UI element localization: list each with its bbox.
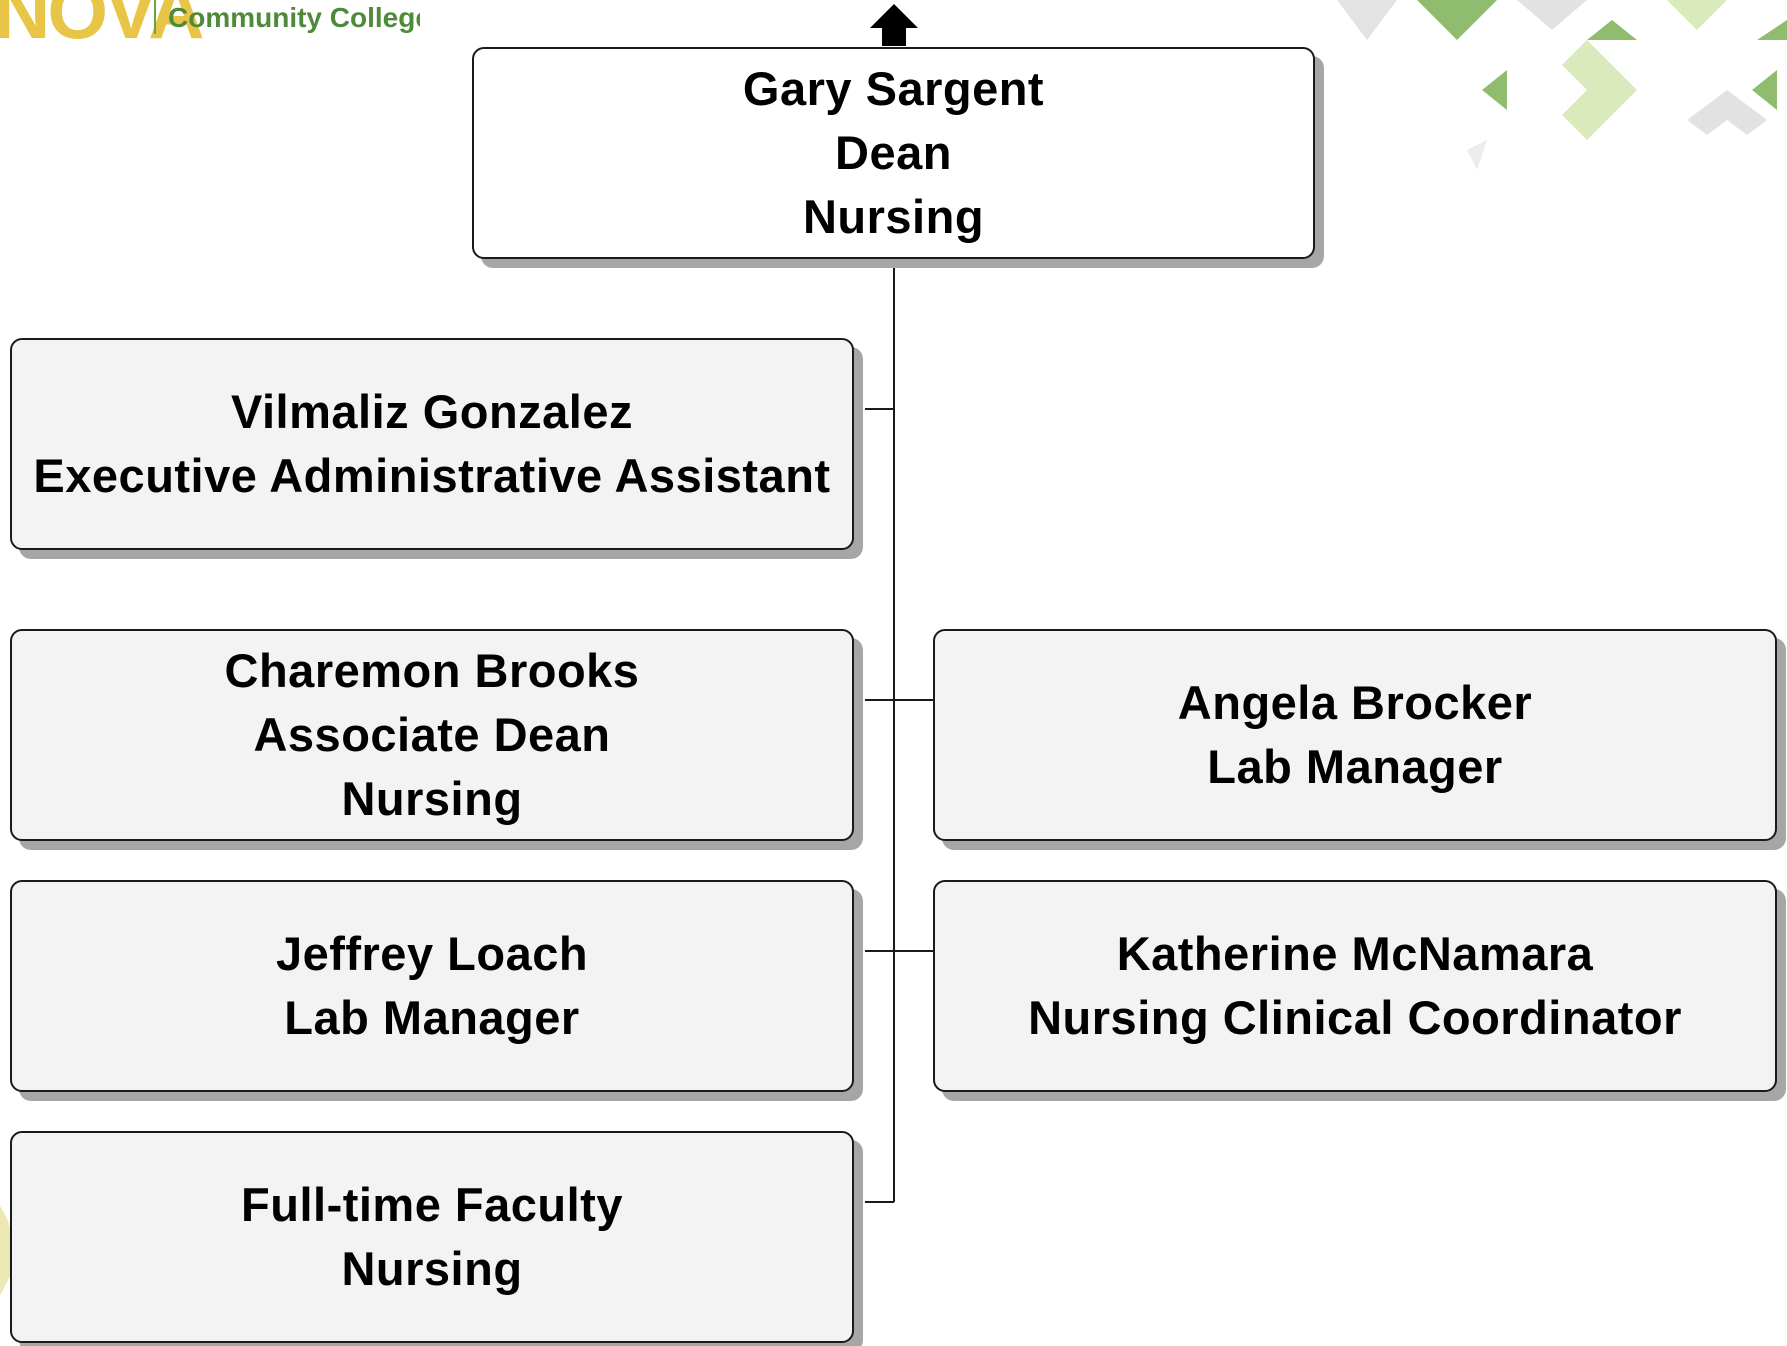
node-title: Dean [835,126,952,179]
node-title: Nursing Clinical Coordinator [1028,991,1682,1044]
connector-left-1 [865,408,894,410]
up-arrow-icon [870,4,918,46]
node-name: Gary Sargent [742,62,1045,115]
node-name: Katherine McNamara [1116,927,1594,980]
node-name: Full-time Faculty [241,1178,623,1231]
connector-left-3 [865,950,894,952]
org-node-lab-manager-right: Angela Brocker Lab Manager [933,629,1777,841]
org-node-clinical-coordinator: Katherine McNamara Nursing Clinical Coor… [933,880,1777,1092]
node-name: Angela Brocker [1177,676,1533,729]
node-department: Nursing [341,772,523,825]
org-node-associate-dean: Charemon Brooks Associate Dean Nursing [10,629,854,841]
node-title: Executive Administrative Assistant [33,449,831,502]
node-title: Nursing [341,1242,523,1295]
node-name: Vilmaliz Gonzalez [230,385,634,438]
node-title: Lab Manager [284,991,580,1044]
node-name: Jeffrey Loach [275,927,589,980]
node-name: Charemon Brooks [224,644,640,697]
org-node-lab-manager-left: Jeffrey Loach Lab Manager [10,880,854,1092]
node-department: Nursing [802,190,985,243]
logo-college-name: Community College [168,2,420,33]
node-title: Lab Manager [1207,740,1503,793]
org-node-executive-assistant: Vilmaliz Gonzalez Executive Administrati… [10,338,854,550]
connector-right-2 [893,950,934,952]
node-title: Associate Dean [253,708,611,761]
connector-left-2 [865,699,894,701]
logo-mark: NOVA [0,0,205,40]
decorative-pattern [1337,0,1787,170]
trunk-connector [893,268,895,1202]
college-logo: NOVA Community College [0,0,420,40]
org-node-faculty: Full-time Faculty Nursing [10,1131,854,1343]
connector-right-1 [893,699,934,701]
connector-left-4 [865,1201,894,1203]
org-node-dean: Gary Sargent Dean Nursing [472,47,1315,259]
logo-divider [154,0,156,34]
